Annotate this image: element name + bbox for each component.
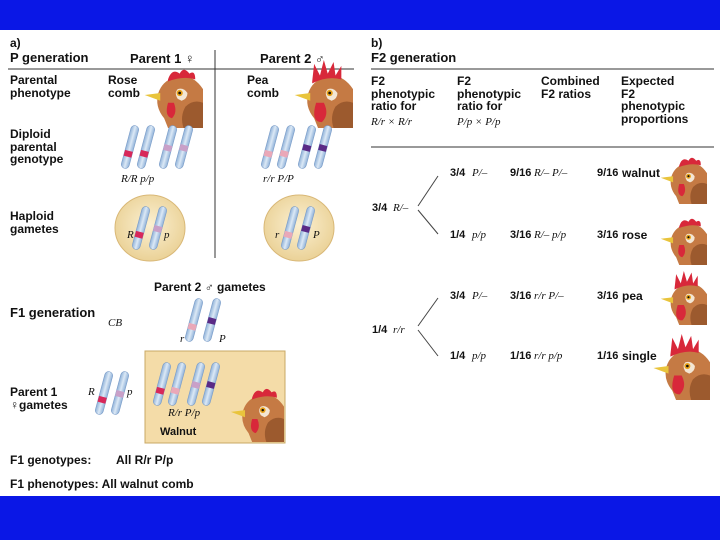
col1-header: F2 phenotypic ratio for xyxy=(371,74,436,114)
haploid-gametes-label: Haploid gametes xyxy=(10,209,59,236)
rose-comb-hen-image xyxy=(144,69,203,128)
parent2-gamete-bubble xyxy=(263,194,335,262)
row-phenotype: single xyxy=(622,349,657,363)
f1-generation-label: F1 generation xyxy=(10,305,96,320)
col4-header: Expected F2 phenotypic proportions xyxy=(621,74,689,126)
parent1-phenotype: Rose comb xyxy=(108,73,141,100)
cb-label: CB xyxy=(108,317,123,329)
f1-phenotypes: F1 phenotypes: All walnut comb xyxy=(10,477,194,491)
row-combined-genotype: r/r p/p xyxy=(534,350,563,362)
row-sub-fraction: 1/4 xyxy=(450,350,466,362)
f1-genotypes-label: F1 genotypes: xyxy=(10,453,92,467)
row-combined-fraction: 1/16 xyxy=(510,350,532,362)
gamete1-allele-p: p xyxy=(164,229,170,241)
branch-2-genotype: r/r xyxy=(393,324,405,336)
p1-gamete-allele-p: p xyxy=(127,386,133,398)
row-sub-genotype: P/– xyxy=(472,167,488,179)
row-combined-genotype: r/r P/– xyxy=(534,290,564,302)
row-combined-genotype: R/– P/– xyxy=(534,167,568,179)
branch-2-fraction: 1/4 xyxy=(372,324,388,336)
row-sub-fraction: 3/4 xyxy=(450,167,466,179)
p-generation-label: P generation xyxy=(10,50,89,65)
row-sub-fraction: 1/4 xyxy=(450,229,466,241)
gamete2-allele-P: P xyxy=(313,229,320,241)
row-sub-genotype: p/p xyxy=(472,229,487,241)
f1-box-phenotype: Walnut xyxy=(160,426,197,438)
pea-comb-rooster-image xyxy=(294,60,353,128)
parent1-chromosomes xyxy=(120,124,194,170)
row-expected-fraction: 3/16 xyxy=(597,229,619,241)
p2-gamete-allele-P: P xyxy=(219,333,226,345)
branch-1-genotype: R/– xyxy=(393,202,409,214)
row-expected-fraction: 9/16 xyxy=(597,167,619,179)
parent2-phenotype: Pea comb xyxy=(247,73,280,100)
pea-chicken-image xyxy=(660,271,707,325)
col2-header: F2 phenotypic ratio for xyxy=(457,74,522,114)
parent2-header: Parent 2 ♂ xyxy=(260,51,325,66)
parental-phenotype-label: Parental phenotype xyxy=(10,73,71,100)
p1-gamete-allele-R: R xyxy=(88,386,95,398)
col2-cross: P/p × P/p xyxy=(457,116,501,128)
row-sub-fraction: 3/4 xyxy=(450,290,466,302)
parent1-header: Parent 1 ♀ xyxy=(130,51,195,66)
single-chicken-image xyxy=(653,334,710,400)
panel-a-label: a) xyxy=(10,36,21,50)
row-expected-fraction: 3/16 xyxy=(597,290,619,302)
row-sub-genotype: P/– xyxy=(472,290,488,302)
parent1-gametes-label: Parent 1 ♀gametes xyxy=(10,385,68,412)
row-combined-fraction: 3/16 xyxy=(510,290,532,302)
col3-header: Combined F2 ratios xyxy=(541,74,600,101)
row-phenotype: rose xyxy=(622,228,648,242)
row-combined-fraction: 3/16 xyxy=(510,229,532,241)
row-sub-genotype: p/p xyxy=(472,350,487,362)
gamete2-allele-r: r xyxy=(275,229,280,241)
figure-panel xyxy=(0,30,720,496)
parent1-gamete-bubble xyxy=(114,194,186,262)
row-combined-genotype: R/– p/p xyxy=(534,229,567,241)
f1-genotypes-value: All R/r P/p xyxy=(116,453,174,467)
p2-gamete-allele-r: r xyxy=(180,333,185,345)
parent2-gametes-header: Parent 2 ♂ gametes xyxy=(154,280,266,294)
row-expected-fraction: 1/16 xyxy=(597,350,619,362)
f1-box-genotype: R/r P/p xyxy=(168,407,201,419)
diploid-genotype-label: Diploid parental genotype xyxy=(10,127,64,167)
panel-b-label: b) xyxy=(371,36,383,50)
parent2-genotype: r/r P/P xyxy=(263,173,294,185)
f2-generation-title: F2 generation xyxy=(371,50,457,65)
row-phenotype: pea xyxy=(622,289,643,303)
branch-lines xyxy=(417,175,439,357)
parent1-genotype: R/R p/p xyxy=(121,173,155,185)
branch-1-fraction: 3/4 xyxy=(372,202,388,214)
parent2-chromosomes xyxy=(260,124,333,170)
gamete1-allele-R: R xyxy=(127,229,134,241)
walnut-chicken-image xyxy=(660,157,707,204)
rose-chicken-image xyxy=(660,218,707,265)
row-phenotype: walnut xyxy=(622,166,660,180)
col1-cross: R/r × R/r xyxy=(371,116,413,128)
row-combined-fraction: 9/16 xyxy=(510,167,532,179)
